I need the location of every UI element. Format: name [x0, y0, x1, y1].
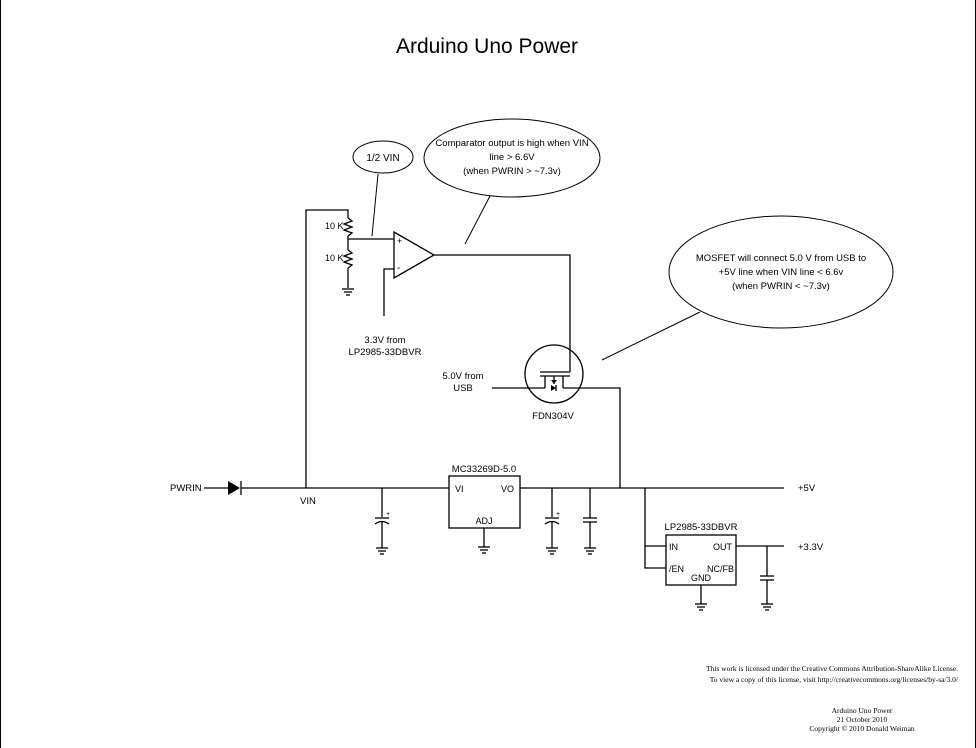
opamp-plus-label: +	[397, 236, 402, 246]
callout-comparator-line3: (when PWRIN > ~7.3v)	[463, 166, 561, 177]
comparator-output-wire	[434, 254, 571, 372]
usb-label-line1: 5.0V from	[442, 371, 483, 382]
ground-icon	[761, 603, 773, 611]
regulator-33v-ncfb-label: NC/FB	[707, 564, 734, 574]
output-capacitor-polarized: +	[544, 488, 560, 555]
svg-text:+: +	[556, 511, 560, 518]
svg-text:+: +	[386, 511, 390, 518]
three-volt-label: +3.3V	[798, 542, 824, 553]
diagram-title: Arduino Uno Power	[396, 35, 578, 58]
vin-sense-wire	[305, 209, 349, 488]
voltage-divider: 10 K 10 K	[305, 209, 394, 488]
callout-comparator-line2: line > 6.6V	[489, 152, 535, 163]
ground-icon	[695, 603, 707, 611]
mosfet-diode-icon	[551, 385, 556, 391]
regulator-5v-part-label: MC33269D-5.0	[452, 464, 516, 475]
regulator-33v-en-wire	[644, 546, 666, 569]
mosfet-to-5v-wire	[563, 387, 621, 488]
regulator-33v-en-label: /EN	[669, 564, 684, 574]
regulator-33v-in-wire	[644, 488, 666, 547]
ground-icon	[376, 547, 388, 555]
callout-half-vin-ellipse	[352, 140, 414, 174]
regulator-5v-vi-label: VI	[455, 484, 464, 494]
callout-comparator: Comparator output is high when VIN line …	[423, 118, 601, 245]
callout-comparator-leader	[464, 195, 491, 245]
mosfet-circle	[524, 344, 584, 404]
ground-icon	[342, 288, 354, 296]
mosfet-body-arrow-icon	[551, 380, 557, 384]
output-capacitor-33v	[760, 546, 774, 611]
regulator-33v-part-label: LP2985-33DBVR	[665, 522, 738, 533]
license-line2: To view a copy of this license, visit ht…	[710, 675, 959, 684]
callout-mosfet-ellipse	[668, 215, 894, 329]
regulator-lp2985: LP2985-33DBVR IN OUT /EN NC/FB GND +3.3V	[644, 488, 824, 611]
resistor-bottom-label: 10 K	[325, 253, 344, 263]
callout-mosfet-leader	[601, 311, 701, 361]
resistor-top-label: 10 K	[325, 221, 344, 231]
comparator-opamp: + - 3.3V from LP2985-33DBVR	[349, 230, 571, 372]
opamp-reference-wire	[383, 268, 394, 316]
callout-half-vin: 1/2 VIN	[352, 140, 414, 237]
regulator-33v-out-label: OUT	[713, 542, 733, 552]
opamp-triangle-icon	[393, 230, 436, 280]
opamp-minus-label: -	[397, 263, 400, 274]
ground-icon	[584, 547, 596, 555]
power-rail: PWRIN VIN +5V	[170, 481, 816, 507]
ground-icon	[478, 546, 490, 554]
input-capacitor: +	[374, 488, 390, 555]
reference-label-line2: LP2985-33DBVR	[349, 347, 422, 358]
callout-mosfet-line1: MOSFET will connect 5.0 V from USB to	[696, 253, 866, 264]
ground-icon	[546, 547, 558, 555]
reference-label-line1: 3.3V from	[364, 335, 405, 346]
diode-icon	[228, 481, 240, 495]
regulator-5v-adj-label: ADJ	[475, 516, 492, 526]
regulator-33v-in-label: IN	[669, 542, 678, 552]
regulator-33v-gnd-label: GND	[691, 573, 712, 583]
callout-half-vin-leader	[371, 173, 379, 237]
callout-half-vin-text: 1/2 VIN	[366, 153, 399, 164]
resistor-bottom	[342, 249, 354, 269]
regulator-mc33269: MC33269D-5.0 VI VO ADJ	[448, 464, 521, 554]
license-line1: This work is licensed under the Creative…	[706, 664, 958, 673]
callout-mosfet-line2: +5V line when VIN line < 6.6v	[719, 267, 844, 278]
usb-label-line2: USB	[453, 383, 473, 394]
callout-comparator-ellipse	[423, 118, 601, 198]
credit-title: Arduino Uno Power	[832, 706, 893, 715]
callout-comparator-line1: Comparator output is high when VIN	[435, 138, 588, 149]
credit-date: 21 October 2010	[837, 715, 888, 724]
vin-label: VIN	[300, 496, 316, 507]
credit-copyright: Copyright © 2010 Donald Weiman	[809, 724, 915, 733]
mosfet-part-label: FDN304V	[532, 411, 574, 422]
regulator-5v-vo-label: VO	[501, 484, 514, 494]
callout-mosfet: MOSFET will connect 5.0 V from USB to +5…	[601, 215, 894, 361]
output-capacitor	[583, 488, 597, 555]
resistor-top	[342, 217, 354, 237]
pwrin-label: PWRIN	[170, 483, 202, 494]
mosfet-fdn304v: FDN304V 5.0V from USB	[442, 344, 621, 488]
callout-mosfet-line3: (when PWRIN < ~7.3v)	[732, 281, 830, 292]
five-volt-label: +5V	[798, 483, 816, 494]
